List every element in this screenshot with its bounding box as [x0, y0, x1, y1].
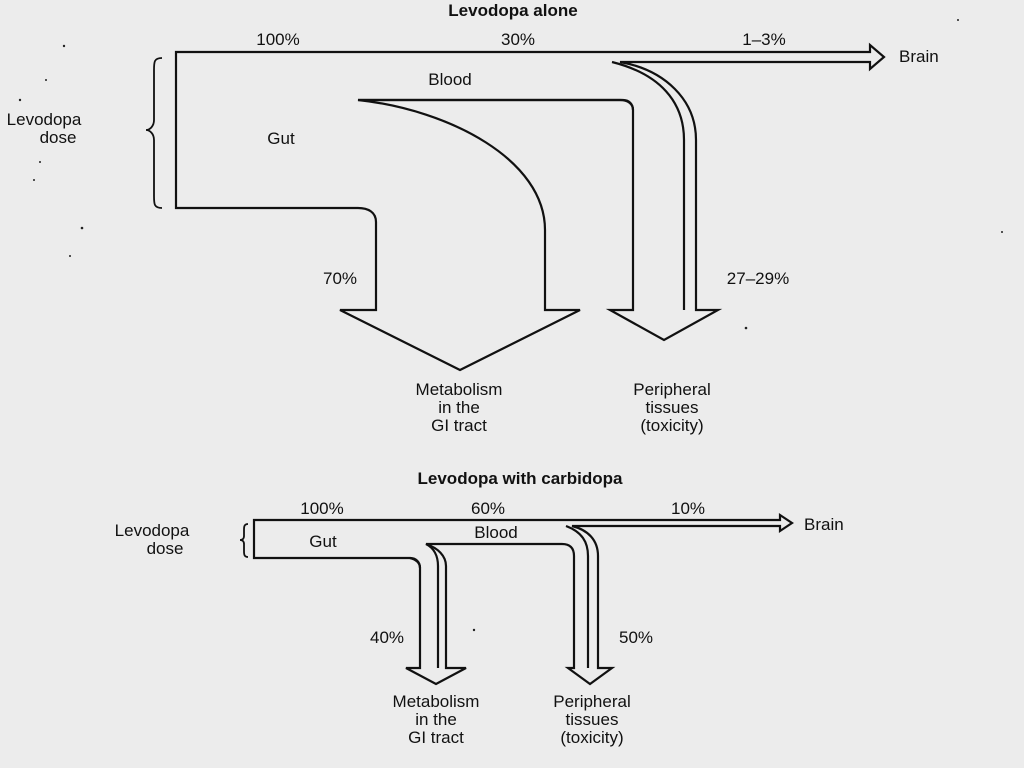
alone-dose-brace	[145, 57, 163, 209]
carbidopa-pct-gut-loss: 40%	[370, 628, 404, 647]
alone-peripheral-label-line3: (toxicity)	[640, 416, 703, 435]
alone-peripheral-label-line1: Peripheral	[633, 380, 711, 399]
carbidopa-title: Levodopa with carbidopa	[418, 469, 624, 488]
levodopa-carbidopa-diagram: Levodopa with carbidopa Levodopa dose 10…	[115, 469, 844, 747]
carbidopa-gi-label-line3: GI tract	[408, 728, 464, 747]
carbidopa-gi-label-line1: Metabolism	[393, 692, 480, 711]
carbidopa-pct-brain: 10%	[671, 499, 705, 518]
alone-pct-30: 30%	[501, 30, 535, 49]
alone-blood-label: Blood	[428, 70, 471, 89]
carbidopa-peripheral-label-line1: Peripheral	[553, 692, 631, 711]
carbidopa-brain-stream-line	[565, 524, 590, 668]
carbidopa-blood-inner-line	[425, 543, 440, 668]
carbidopa-pct-peripheral: 50%	[619, 628, 653, 647]
carbidopa-gut-label: Gut	[309, 532, 337, 551]
alone-dose-label-line1: Levodopa	[7, 110, 82, 129]
carbidopa-brain-label: Brain	[804, 515, 844, 534]
alone-brain-label: Brain	[899, 47, 939, 66]
levodopa-alone-title: Levodopa alone	[448, 1, 577, 20]
carbidopa-gut-inner-line	[409, 556, 422, 569]
carbidopa-blood-label: Blood	[474, 523, 517, 542]
alone-brain-stream-line	[611, 60, 686, 310]
alone-peripheral-label-line2: tissues	[646, 398, 699, 417]
carbidopa-peripheral-label-line2: tissues	[566, 710, 619, 729]
levodopa-alone-diagram: Levodopa alone Levodopa dose 100% 30% 1–…	[7, 1, 939, 435]
alone-pct-gut-loss: 70%	[323, 269, 357, 288]
carbidopa-pct-60: 60%	[471, 499, 505, 518]
alone-gi-label-line2: in the	[438, 398, 480, 417]
alone-gut-label: Gut	[267, 129, 295, 148]
alone-gi-label-line3: GI tract	[431, 416, 487, 435]
alone-dose-label-line2: dose	[40, 128, 77, 147]
carbidopa-gi-label-line2: in the	[415, 710, 457, 729]
alone-flow-outline	[174, 42, 886, 372]
alone-pct-peripheral: 27–29%	[727, 269, 789, 288]
carbidopa-peripheral-label-line3: (toxicity)	[560, 728, 623, 747]
carbidopa-dose-label-line1: Levodopa	[115, 521, 190, 540]
carbidopa-pct-100: 100%	[300, 499, 343, 518]
carbidopa-dose-brace	[239, 523, 249, 558]
alone-pct-brain: 1–3%	[742, 30, 785, 49]
carbidopa-dose-label-line2: dose	[147, 539, 184, 558]
alone-blood-inner-line	[358, 98, 635, 111]
alone-pct-100: 100%	[256, 30, 299, 49]
alone-gi-label-line1: Metabolism	[416, 380, 503, 399]
scan-specks	[18, 19, 1003, 632]
